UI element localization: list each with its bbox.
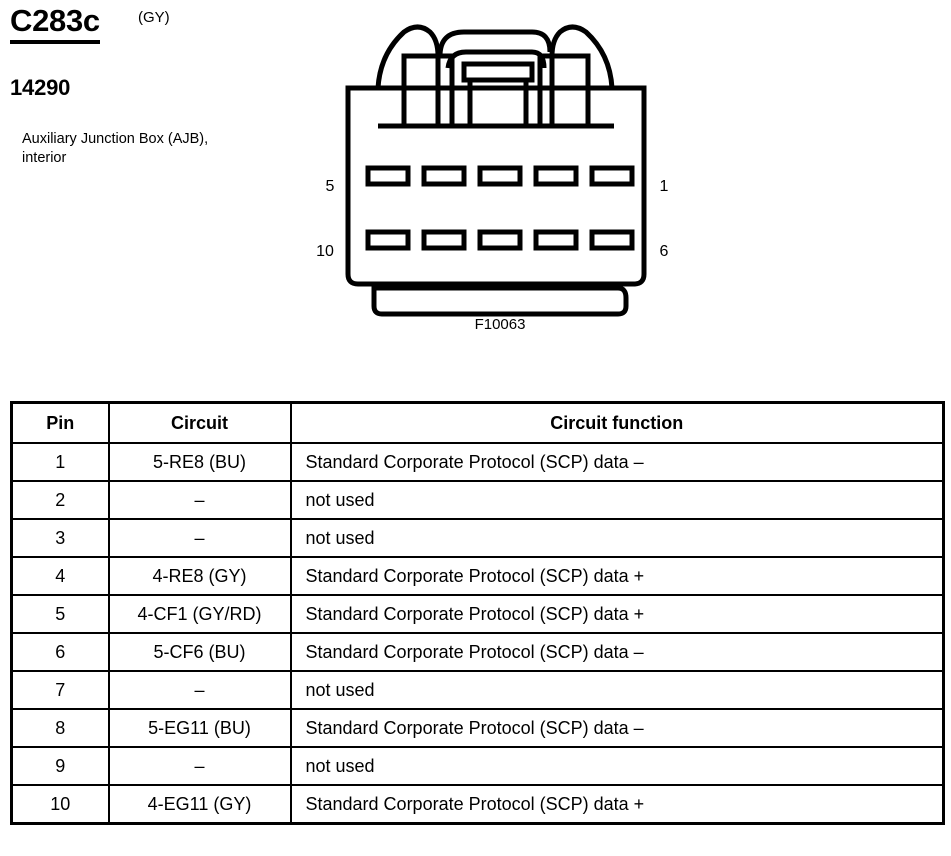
pin-cavity — [421, 165, 467, 187]
connector-header: C283c (GY) 14290 Auxiliary Junction Box … — [10, 4, 310, 166]
cell-circuit: – — [107, 480, 292, 520]
figure-caption: F10063 — [474, 316, 526, 333]
connector-id: C283c — [10, 4, 100, 44]
pin-cavity — [365, 229, 411, 251]
cell-pin: 6 — [10, 632, 110, 672]
cell-pin: 2 — [10, 480, 110, 520]
latch-wing-right — [549, 24, 615, 126]
cell-circuit: 4-CF1 (GY/RD) — [107, 594, 292, 634]
cell-pin: 4 — [10, 556, 110, 596]
cell-pin: 1 — [10, 442, 110, 482]
pin-number-label-bottom-right: 6 — [659, 243, 669, 260]
pin-cavity — [589, 229, 635, 251]
cell-circuit: 4-EG11 (GY) — [107, 784, 292, 825]
pin-cavity — [589, 165, 635, 187]
connector-diagram-svg — [345, 24, 647, 317]
pin-cavity — [533, 165, 579, 187]
cell-circuit: – — [107, 670, 292, 710]
cell-circuit-function: Standard Corporate Protocol (SCP) data – — [289, 442, 945, 482]
part-number: 14290 — [10, 75, 71, 100]
cell-circuit-function: not used — [289, 480, 945, 520]
cell-pin: 9 — [10, 746, 110, 786]
cell-circuit-function: not used — [289, 670, 945, 710]
rib-left — [401, 53, 455, 129]
pin-number-label-top-right: 1 — [659, 178, 669, 195]
connector-body — [345, 85, 647, 287]
column-header-pin: Pin — [10, 401, 110, 444]
cell-circuit: 5-EG11 (BU) — [107, 708, 292, 748]
pin-cavity — [421, 229, 467, 251]
pin-number-label-top-left: 5 — [325, 178, 335, 195]
latch-arch-center — [437, 29, 553, 57]
table-row: 9–not used — [10, 746, 945, 786]
connector-figure: 5 10 1 6 F10063 — [300, 18, 700, 348]
cell-circuit: – — [107, 518, 292, 558]
connector-skirt — [371, 285, 629, 317]
rib-right — [537, 53, 591, 129]
cell-pin: 7 — [10, 670, 110, 710]
connector-color-code: (GY) — [138, 9, 170, 26]
cell-circuit-function: not used — [289, 518, 945, 558]
column-header-circuit-function: Circuit function — [289, 401, 945, 444]
cell-circuit-function: Standard Corporate Protocol (SCP) data – — [289, 708, 945, 748]
table-row: 3–not used — [10, 518, 945, 558]
table-row: 7–not used — [10, 670, 945, 710]
latch-wing-left — [375, 24, 441, 126]
table-header-row: Pin Circuit Circuit function — [10, 401, 945, 444]
pin-cavity — [477, 229, 523, 251]
cell-circuit: 4-RE8 (GY) — [107, 556, 292, 596]
cell-circuit: 5-CF6 (BU) — [107, 632, 292, 672]
cell-circuit-function: Standard Corporate Protocol (SCP) data + — [289, 556, 945, 596]
cell-circuit-function: not used — [289, 746, 945, 786]
cell-circuit-function: Standard Corporate Protocol (SCP) data – — [289, 632, 945, 672]
cell-pin: 8 — [10, 708, 110, 748]
cell-circuit: – — [107, 746, 292, 786]
cell-circuit: 5-RE8 (BU) — [107, 442, 292, 482]
table-row: 2–not used — [10, 480, 945, 520]
pin-cavity — [477, 165, 523, 187]
column-header-circuit: Circuit — [107, 401, 292, 444]
pin-cavity — [365, 165, 411, 187]
cell-pin: 3 — [10, 518, 110, 558]
cell-circuit-function: Standard Corporate Protocol (SCP) data + — [289, 784, 945, 825]
cell-pin: 5 — [10, 594, 110, 634]
cell-pin: 10 — [10, 784, 110, 825]
cell-circuit-function: Standard Corporate Protocol (SCP) data + — [289, 594, 945, 634]
pin-number-label-bottom-left: 10 — [316, 243, 334, 260]
pin-cavity — [533, 229, 579, 251]
connector-description: Auxiliary Junction Box (AJB), interior — [22, 131, 209, 166]
connector-id-row: C283c (GY) — [10, 4, 310, 50]
